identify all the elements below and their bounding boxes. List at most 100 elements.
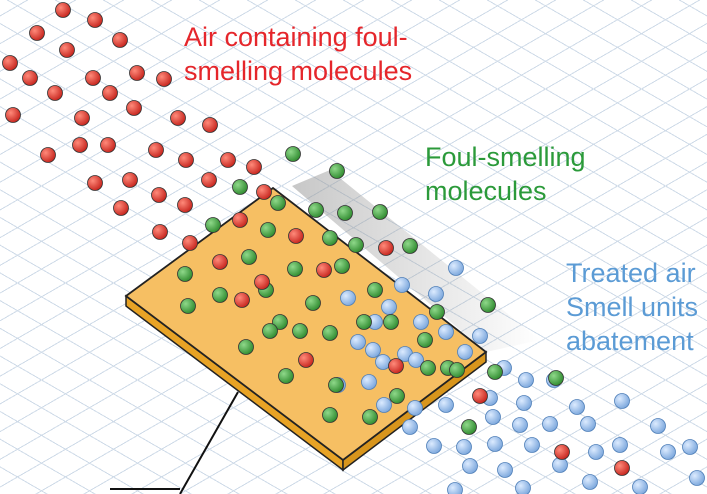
blue-molecule [580, 416, 596, 432]
red-molecule [614, 460, 630, 476]
green-molecule [270, 195, 286, 211]
red-molecule [298, 352, 314, 368]
red-molecule [472, 388, 488, 404]
green-molecule [278, 368, 294, 384]
red-molecule [5, 107, 21, 123]
green-molecule [305, 295, 321, 311]
green-molecule [212, 287, 228, 303]
blue-molecule [552, 457, 568, 473]
blue-molecule [438, 324, 454, 340]
blue-molecule [518, 372, 534, 388]
red-molecule [156, 71, 172, 87]
red-molecule [55, 2, 71, 18]
green-molecule [389, 388, 405, 404]
green-molecule [232, 179, 248, 195]
red-molecule [202, 117, 218, 133]
red-molecule [212, 254, 228, 270]
red-molecule [72, 137, 88, 153]
red-molecule [102, 85, 118, 101]
red-molecule [152, 224, 168, 240]
green-molecule [420, 360, 436, 376]
green-molecule [417, 332, 433, 348]
green-molecule [180, 298, 196, 314]
blue-molecule [376, 397, 392, 413]
label-treated-air-line-2: Smell units [566, 292, 699, 322]
pointer-line [179, 391, 239, 494]
green-molecule [322, 407, 338, 423]
green-molecule [328, 377, 344, 393]
label-treated-air-line-3: abatement [566, 326, 694, 356]
red-molecule [254, 274, 270, 290]
blue-molecule [447, 482, 463, 494]
label-foul-molecules: Foul-smelling molecules [425, 140, 586, 208]
blue-molecule [365, 342, 381, 358]
green-molecule [548, 370, 564, 386]
blue-molecule [448, 260, 464, 276]
red-molecule [129, 65, 145, 81]
blue-molecule [428, 286, 444, 302]
blue-molecule [588, 444, 604, 460]
green-molecule [383, 314, 399, 330]
label-incoming-air: Air containing foul- smelling molecules [184, 20, 412, 88]
red-molecule [85, 70, 101, 86]
blue-molecule [660, 444, 676, 460]
green-molecule [367, 282, 383, 298]
blue-molecule [512, 417, 528, 433]
red-molecule [40, 147, 56, 163]
blue-molecule [462, 458, 478, 474]
red-molecule [201, 172, 217, 188]
red-molecule [126, 100, 142, 116]
blue-molecule [569, 399, 585, 415]
blue-molecule [682, 439, 698, 455]
red-molecule [170, 110, 186, 126]
green-molecule [238, 339, 254, 355]
green-molecule [177, 266, 193, 282]
green-molecule [262, 323, 278, 339]
red-molecule [148, 142, 164, 158]
green-molecule [322, 230, 338, 246]
red-molecule [288, 228, 304, 244]
blue-molecule [472, 328, 488, 344]
blue-molecule [394, 277, 410, 293]
green-molecule [348, 237, 364, 253]
label-incoming-air-line-2: smelling molecules [184, 56, 413, 86]
red-molecule [234, 292, 250, 308]
blue-molecule [524, 437, 540, 453]
red-molecule [388, 358, 404, 374]
blue-molecule [612, 437, 628, 453]
red-molecule [246, 159, 262, 175]
blue-molecule [582, 474, 598, 490]
green-molecule [322, 325, 338, 341]
red-molecule [178, 152, 194, 168]
green-molecule [337, 205, 353, 221]
blue-molecule [456, 439, 472, 455]
label-treated-air-line-1: Treated air [566, 258, 696, 288]
red-molecule [256, 184, 272, 200]
green-molecule [362, 409, 378, 425]
green-molecule [260, 222, 276, 238]
red-molecule [47, 85, 63, 101]
green-molecule [449, 362, 465, 378]
blue-molecule [408, 352, 424, 368]
red-molecule [378, 240, 394, 256]
green-molecule [308, 202, 324, 218]
blue-molecule [457, 344, 473, 360]
blue-molecule [426, 438, 442, 454]
red-molecule [22, 70, 38, 86]
green-molecule [356, 314, 372, 330]
blue-molecule [340, 290, 356, 306]
blue-molecule [497, 462, 513, 478]
red-molecule [151, 187, 167, 203]
blue-molecule [381, 299, 397, 315]
green-molecule [329, 163, 345, 179]
red-molecule [122, 172, 138, 188]
green-molecule [402, 238, 418, 254]
red-molecule [100, 137, 116, 153]
blue-molecule [361, 374, 377, 390]
red-molecule [113, 200, 129, 216]
green-molecule [480, 297, 496, 313]
red-molecule [554, 444, 570, 460]
blue-molecule [632, 479, 648, 494]
green-molecule [272, 314, 288, 330]
